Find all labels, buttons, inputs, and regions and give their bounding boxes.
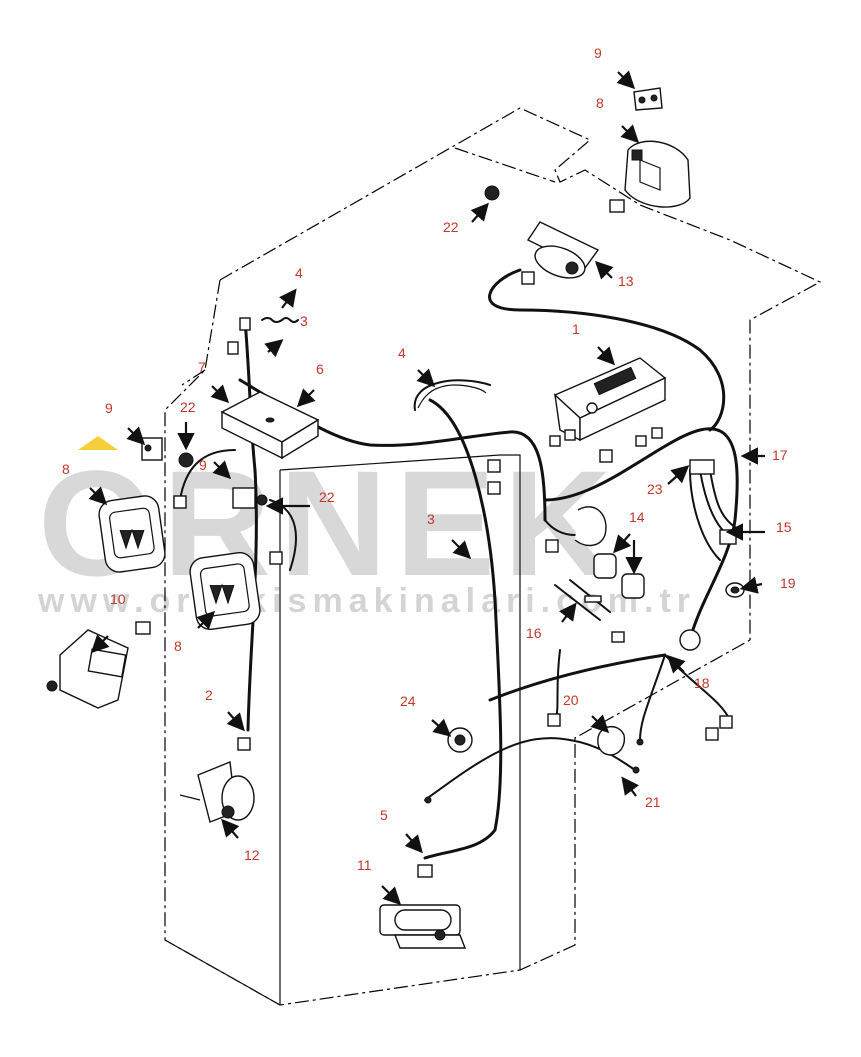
washer-pump-left	[179, 761, 255, 823]
callout-20: 20	[563, 692, 579, 708]
work-lamp-center	[189, 552, 261, 630]
fuse-box	[553, 357, 667, 442]
callout-8-center: 8	[174, 638, 182, 654]
beacon-lamp	[624, 140, 691, 208]
callout-4-top: 4	[295, 265, 303, 281]
callout-2: 2	[205, 687, 213, 703]
watermark-logo-mark	[78, 436, 118, 450]
grommet-top	[484, 185, 500, 201]
callout-21: 21	[645, 794, 661, 810]
grommet-left	[178, 452, 194, 468]
callout-arrows	[88, 70, 765, 906]
callout-14: 14	[629, 509, 645, 525]
callout-22-top: 22	[443, 219, 459, 235]
callout-10: 10	[110, 591, 126, 607]
callout-15: 15	[776, 519, 792, 535]
switch-24	[447, 727, 473, 753]
cable-set	[554, 579, 611, 621]
callout-12: 12	[244, 847, 260, 863]
washer-pump-bottom	[379, 904, 467, 949]
callout-8-top: 8	[596, 95, 604, 111]
wiper-motor-front	[46, 629, 129, 709]
coil-cable-left	[261, 317, 299, 323]
callout-18: 18	[694, 675, 710, 691]
callout-3-mid: 3	[427, 511, 435, 527]
relays	[574, 506, 645, 599]
callout-19: 19	[780, 575, 796, 591]
callout-3-top: 3	[300, 313, 308, 329]
sensor-20	[597, 726, 626, 756]
fitting-19	[725, 582, 745, 598]
callout-6: 6	[316, 361, 324, 377]
bracket-left	[141, 437, 163, 461]
callout-9-top: 9	[594, 45, 602, 61]
callout-13: 13	[618, 273, 634, 289]
connector-harness	[689, 459, 741, 561]
callout-9-left: 9	[105, 400, 113, 416]
callout-23: 23	[647, 481, 663, 497]
callout-8-left: 8	[62, 461, 70, 477]
callout-22-left: 22	[180, 399, 196, 415]
work-lamp-left	[98, 495, 166, 573]
callout-7: 7	[198, 359, 206, 375]
callout-22-center: 22	[319, 489, 335, 505]
callout-11: 11	[357, 857, 372, 873]
coil-cable-center	[413, 379, 491, 411]
connectors	[135, 199, 733, 878]
callout-4-mid: 4	[398, 345, 406, 361]
callout-labels: 1 2 3 3 4 4 5 6 7 8 8 8 9 9 9 10 11 12 1…	[62, 45, 796, 873]
callout-16: 16	[526, 625, 542, 641]
plug-18	[679, 629, 701, 651]
interior-light-panel	[220, 391, 320, 460]
callout-9-center: 9	[199, 457, 207, 473]
callout-5: 5	[380, 807, 388, 823]
callout-24: 24	[400, 693, 416, 709]
wiper-motor-rear	[526, 221, 600, 279]
cab-outline	[164, 107, 822, 1006]
switch-center	[232, 487, 268, 509]
callout-1: 1	[572, 321, 580, 337]
bracket-top	[633, 87, 663, 111]
callout-17: 17	[772, 447, 788, 463]
